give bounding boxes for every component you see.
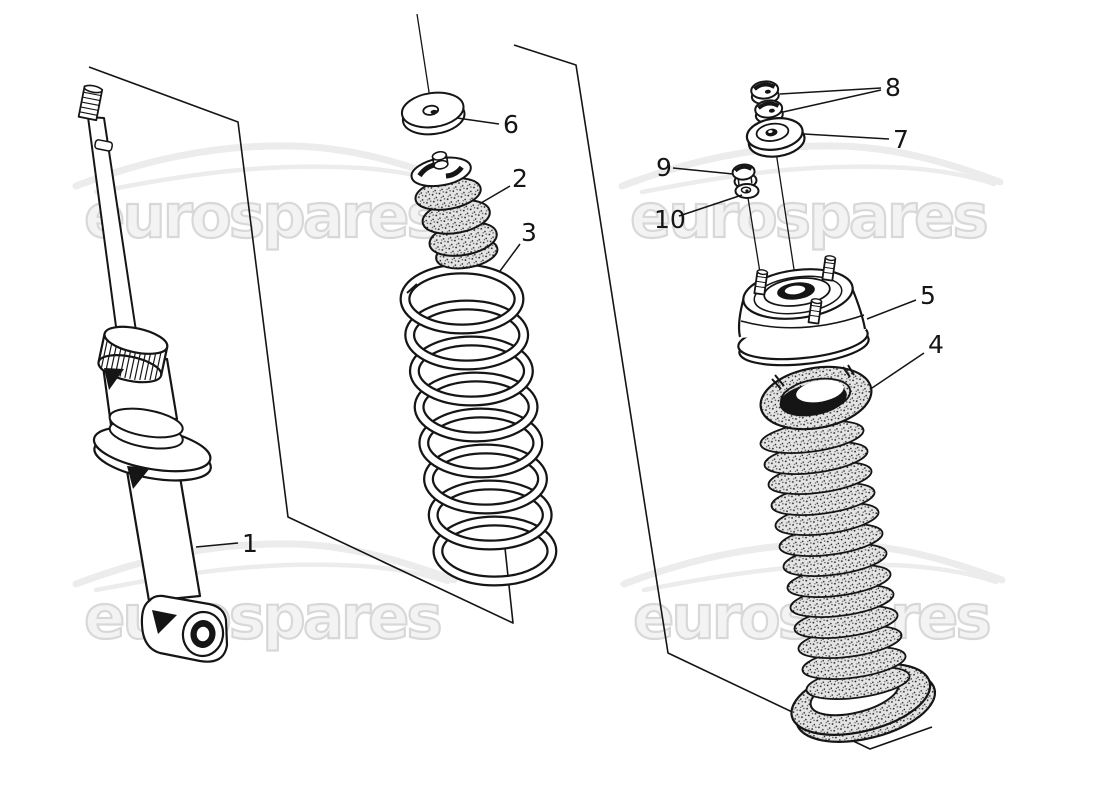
axis-line-center bbox=[775, 151, 798, 290]
part-label-1: 1 bbox=[242, 529, 258, 558]
part-label-4: 4 bbox=[928, 330, 944, 359]
watermark-text: eurospares bbox=[629, 181, 990, 252]
leader-line-8b bbox=[782, 89, 882, 113]
leader-line-7 bbox=[803, 133, 890, 140]
boot-top-ring bbox=[759, 365, 873, 431]
left-panel-outline bbox=[88, 66, 514, 624]
boot-ribs bbox=[759, 420, 911, 700]
right-panel-outline bbox=[513, 44, 933, 750]
axis-line-washer bbox=[416, 13, 432, 106]
mount-contour bbox=[740, 314, 865, 329]
part-label-2: 2 bbox=[512, 164, 528, 193]
bump-stop bbox=[410, 150, 499, 270]
leader-line-6 bbox=[456, 117, 500, 125]
leader-line-3 bbox=[499, 243, 521, 272]
part-label-3: 3 bbox=[521, 218, 537, 247]
mount-stud bbox=[807, 298, 823, 325]
rod-step bbox=[94, 139, 114, 152]
knurled-collar bbox=[97, 325, 169, 384]
threaded-stud bbox=[77, 84, 104, 122]
dust-boot bbox=[759, 364, 937, 743]
flange-shadow bbox=[127, 466, 150, 489]
bump-stop-slot bbox=[445, 165, 464, 179]
part-label-7: 7 bbox=[893, 125, 909, 154]
washer bbox=[400, 91, 466, 136]
part-label-8: 8 bbox=[885, 73, 901, 102]
part-label-6: 6 bbox=[503, 110, 519, 139]
nut-pair bbox=[750, 80, 784, 125]
leader-line-2 bbox=[480, 185, 511, 204]
shock-absorber bbox=[77, 84, 229, 663]
bump-stop-knob bbox=[431, 150, 448, 161]
part-label-5: 5 bbox=[920, 281, 936, 310]
mount-stud bbox=[821, 255, 837, 282]
leader-line-1 bbox=[195, 542, 239, 548]
leader-line-8a bbox=[779, 87, 882, 95]
leader-line-9 bbox=[672, 167, 734, 175]
boot-ring-notches bbox=[771, 364, 855, 390]
leader-line-5 bbox=[866, 299, 917, 320]
leader-line-4 bbox=[871, 352, 925, 389]
part-labels: 1 2 3 4 5 6 7 8 9 10 bbox=[242, 73, 944, 558]
part-label-9: 9 bbox=[656, 153, 672, 182]
coil-spring bbox=[399, 263, 558, 587]
shock-eyelet-ring bbox=[181, 610, 225, 658]
flange-collar bbox=[108, 407, 184, 450]
thread-texture bbox=[79, 91, 102, 116]
spring-end-cut bbox=[406, 283, 418, 294]
eyelet-shadow bbox=[152, 610, 177, 634]
mount-stud bbox=[753, 269, 769, 296]
leader-line-10 bbox=[678, 194, 743, 217]
part-label-10: 10 bbox=[654, 205, 686, 234]
cap-shadow bbox=[104, 368, 124, 390]
strut-top-mount bbox=[737, 255, 870, 367]
dished-washer bbox=[745, 117, 806, 158]
knurl-texture bbox=[100, 340, 162, 381]
watermark-text: eurospares bbox=[83, 181, 444, 252]
leader-lines bbox=[195, 87, 925, 548]
